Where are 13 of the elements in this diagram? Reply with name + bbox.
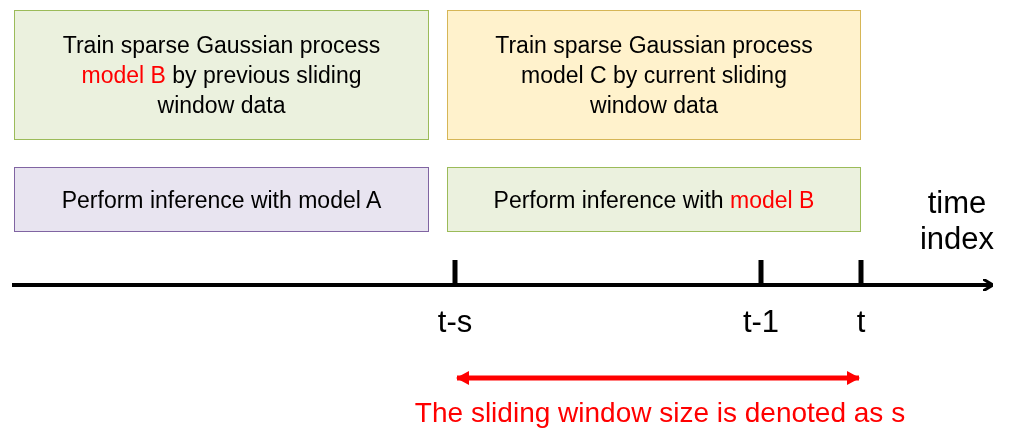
box-text: Train sparse Gaussian process model B by previous sliding window data (61, 31, 382, 120)
box-text: Train sparse Gaussian process model C by current sliding window data (494, 31, 814, 120)
tick-label: t-1 (742, 304, 780, 340)
tick-label: t-s (437, 304, 473, 340)
process-box (447, 10, 861, 140)
axis-label: time index (918, 185, 996, 257)
box-text: Perform inference with model A (60, 185, 383, 215)
process-box (14, 10, 429, 140)
box-text: Perform inference with model B (492, 185, 816, 215)
tick-label: t (856, 304, 866, 340)
annotation-text: The sliding window size is denoted as s (414, 396, 906, 430)
process-box (14, 167, 429, 232)
process-box (447, 167, 861, 232)
